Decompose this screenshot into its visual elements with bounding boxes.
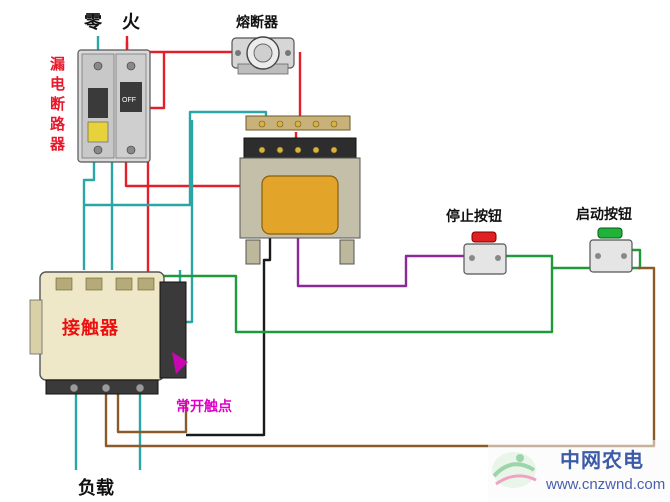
wire-brown-load-return	[104, 266, 656, 448]
wire-purple-transformer-to-stop	[296, 160, 464, 288]
breaker-label-char: 路	[50, 115, 66, 133]
no-contact-label: 常开触点	[176, 399, 232, 415]
breaker-label: 漏 电 断 路 器	[50, 54, 65, 154]
wire-cyan-breaker-to-transformer	[82, 110, 268, 207]
fuse-label: 熔断器	[236, 15, 278, 31]
watermark-url: www.cnzwnd.com	[546, 476, 666, 493]
start-pushbutton	[589, 227, 633, 273]
wire-green-stop-to-start	[506, 254, 590, 270]
stop-button-label: 停止按钮	[446, 209, 502, 225]
load-label: 负载	[78, 478, 114, 499]
contactor-label: 接触器	[62, 318, 119, 339]
fuse-holder	[231, 36, 295, 75]
breaker-label-char: 电	[50, 75, 66, 93]
watermark: 中网农电 www.cnzwnd.com	[488, 440, 670, 502]
wire-brown-load-2	[116, 392, 188, 434]
control-transformer	[239, 115, 361, 265]
rcd-breaker: OFF	[77, 49, 151, 163]
breaker-label-char: 器	[50, 135, 66, 153]
watermark-name: 中网农电	[560, 448, 644, 472]
wire-green-start-to-contactor	[164, 268, 554, 334]
breaker-off-mark: OFF	[122, 97, 136, 104]
breaker-label-char: 漏	[50, 55, 66, 73]
stop-pushbutton	[463, 231, 507, 275]
wire-red-live-to-fuse	[150, 50, 232, 110]
neutral-label: 零	[84, 12, 102, 33]
start-button-label: 启动按钮	[576, 207, 632, 223]
breaker-label-char: 断	[50, 95, 66, 113]
ac-contactor	[29, 271, 188, 395]
live-label: 火	[122, 12, 140, 33]
